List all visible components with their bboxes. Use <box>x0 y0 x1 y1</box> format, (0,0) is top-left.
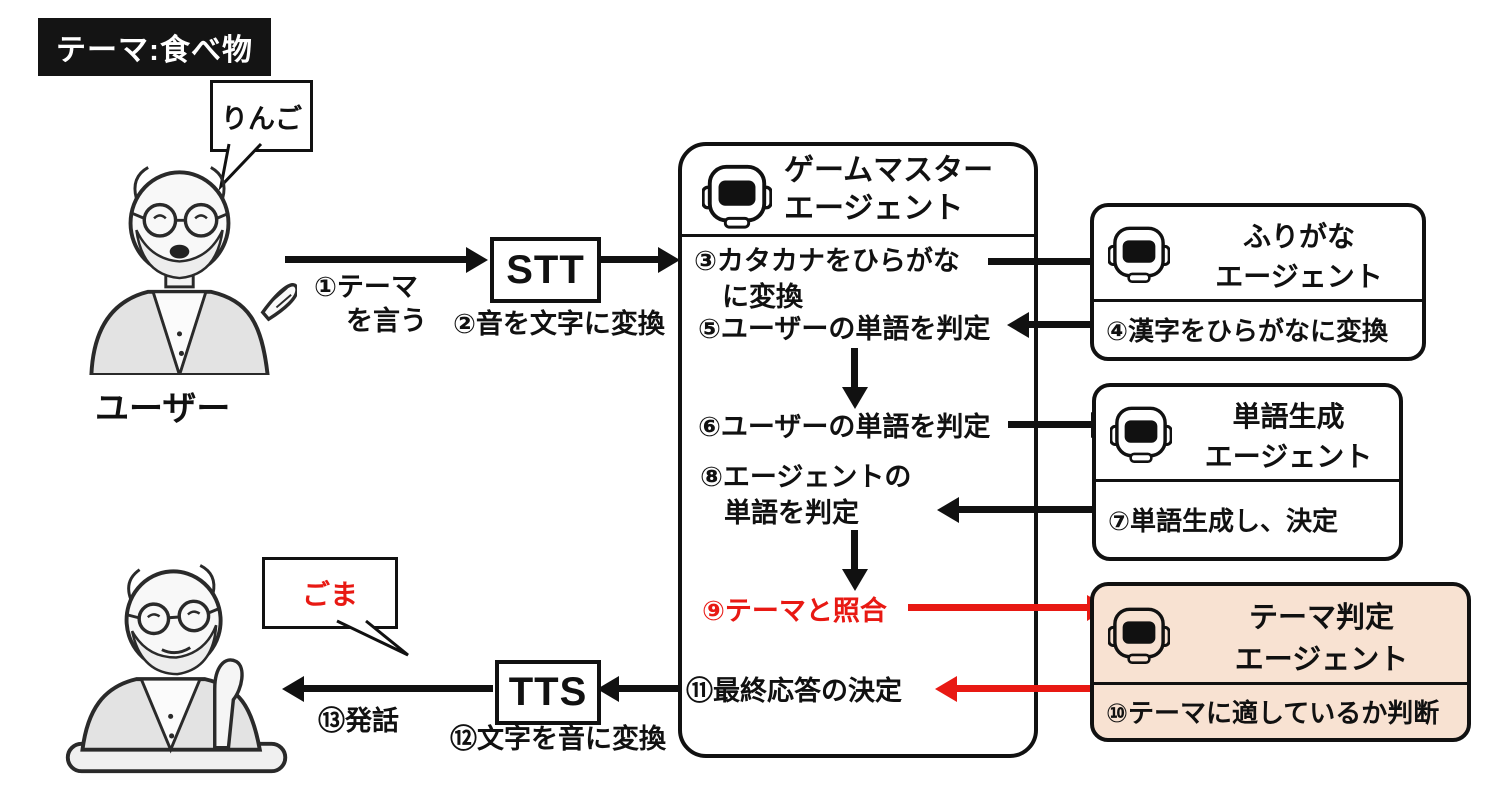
gm-step5: ⑤ユーザーの単語を判定 <box>698 314 991 344</box>
heard-word: ごま <box>301 579 358 610</box>
wordgen-step7: ⑦単語生成し、決定 <box>1108 506 1339 536</box>
gm-step3-line2: に変換 <box>722 282 803 312</box>
tts-label: TTS <box>508 670 588 714</box>
furigana-title-line1: ふりがな <box>1242 221 1355 252</box>
gm-step9: ⑨テーマと照合 <box>702 596 887 626</box>
word-generation-agent-box: 単語生成 エージェント ⑦単語生成し、決定 <box>1092 383 1403 561</box>
arrow-step4-to-step5 <box>1028 321 1092 328</box>
game-master-agent-box: ゲームマスター エージェント ③カタカナをひらがな に変換 ⑤ユーザーの単語を判… <box>678 142 1038 758</box>
step12-label: ⑫文字を音に変換 <box>450 724 666 754</box>
wordgen-title-line1: 単語生成 <box>1232 401 1345 432</box>
stt-label: STT <box>506 247 585 292</box>
divider <box>1094 299 1422 302</box>
arrow-step3-to-furigana <box>988 258 1092 265</box>
arrow-step8-to-step9 <box>851 530 858 570</box>
theme-judgment-agent-box: テーマ判定 エージェント ⑩テーマに適しているか判断 <box>1090 582 1471 742</box>
speech-bubble-tail <box>218 142 263 191</box>
robot-icon <box>1108 607 1170 664</box>
arrow-step9-to-theme-agent <box>908 604 1088 611</box>
step1-label-line2: を言う <box>346 306 427 336</box>
arrow-step10-to-step11 <box>956 685 1090 692</box>
gm-step8-line1: ⑧エージェントの <box>700 462 912 492</box>
robot-icon <box>1110 406 1172 463</box>
theme-badge: テーマ:食べ物 <box>38 18 271 76</box>
theme-agent-step10: ⑩テーマに適しているか判断 <box>1106 698 1440 728</box>
step2-label: ②音を文字に変換 <box>453 309 665 339</box>
speech-bubble-system-answer: ごま <box>262 557 398 629</box>
gm-header-divider <box>682 234 1034 237</box>
user-label: ユーザー <box>95 390 231 428</box>
furigana-title-line2: エージェント <box>1215 261 1383 292</box>
step1-label-line1: ①テーマ <box>314 272 418 302</box>
user-speaking-illustration <box>89 166 297 375</box>
furigana-agent-box: ふりがな エージェント ④漢字をひらがなに変換 <box>1090 203 1426 361</box>
arrow-step7-to-step8 <box>958 506 1092 513</box>
stt-box: STT <box>490 237 601 303</box>
arrow-step11-to-tts <box>618 685 678 692</box>
arrow-step1-user-to-stt <box>285 256 467 263</box>
speech-bubble-tail <box>336 619 409 657</box>
theme-agent-title-line1: テーマ判定 <box>1248 602 1394 634</box>
gm-step6: ⑥ユーザーの単語を判定 <box>698 412 991 442</box>
arrow-step5-to-step6 <box>851 348 858 388</box>
tts-box: TTS <box>495 660 601 725</box>
gm-title-line1: ゲームマスター <box>784 154 994 187</box>
furigana-step4: ④漢字をひらがなに変換 <box>1106 316 1389 346</box>
robot-icon <box>1108 226 1170 283</box>
user-listening-illustration <box>65 564 288 774</box>
gm-step8-line2: 単語を判定 <box>724 498 859 528</box>
gm-step11: ⑪最終応答の決定 <box>686 676 902 706</box>
arrow-step13-tts-to-user <box>303 685 493 692</box>
gm-title-line2: エージェント <box>784 192 964 225</box>
speech-bubble-user-input: りんご <box>210 80 313 152</box>
wordgen-title-line2: エージェント <box>1204 441 1373 472</box>
arrow-step2-stt-to-gm <box>597 256 659 263</box>
arrow-step6-to-wordgen <box>1008 421 1092 428</box>
spoken-word: りんご <box>221 103 302 134</box>
divider <box>1096 479 1399 482</box>
robot-icon <box>702 164 772 229</box>
divider <box>1094 682 1467 685</box>
theme-agent-title-line2: エージェント <box>1234 644 1409 676</box>
step13-label: ⑬発話 <box>318 706 399 736</box>
gm-step3-line1: ③カタカナをひらがな <box>694 246 960 276</box>
